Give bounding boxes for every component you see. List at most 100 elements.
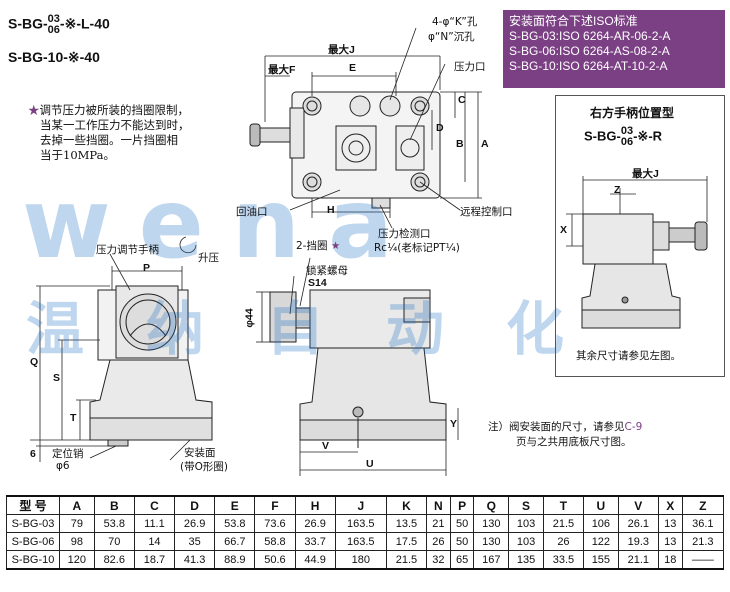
right-dim-z: Z (614, 184, 621, 196)
table-header-cell: C (133, 495, 176, 515)
model-suffix: -※-L-40 (59, 15, 110, 32)
table-cell: —— (681, 550, 725, 570)
table-cell: 58.8 (254, 532, 296, 551)
table-header-cell: D (174, 495, 216, 515)
dim-max-f: 最大F (268, 64, 296, 76)
table-header-cell: A (59, 495, 95, 515)
table-cell: 120 (59, 550, 95, 570)
table-header-cell: S (508, 495, 544, 515)
dim-p: P (143, 262, 151, 274)
table-cell: 26 (426, 532, 451, 551)
table-cell: 33.7 (294, 532, 336, 551)
model-prefix: S-BG- (8, 15, 48, 32)
handle-label: 压力调节手柄 (96, 244, 159, 256)
note-line: 调节压力被所装的挡圈限制， (39, 103, 190, 117)
size-bottom: 06 (620, 136, 634, 148)
right-dim-x: X (560, 224, 568, 236)
star-icon: ★ (28, 103, 40, 117)
right-view-dimensions (566, 176, 708, 247)
table-cell: 26 (542, 532, 585, 551)
table-cell: 13 (657, 532, 683, 551)
table-cell: 65 (449, 550, 475, 570)
table-cell: 14 (133, 532, 176, 551)
pin-dia-label: φ6 (56, 460, 70, 472)
iso-heading: 安装面符合下述ISO标准 (509, 14, 638, 28)
model-prefix: S-BG- (584, 128, 621, 144)
right-handle-panel (555, 95, 725, 377)
table-header-cell: H (294, 495, 336, 515)
table-header-cell: K (385, 495, 428, 515)
table-cell: 82.6 (93, 550, 135, 570)
phi44-label: φ44 (243, 308, 256, 328)
table-header-cell: T (542, 495, 585, 515)
star-icon: ★ (330, 240, 341, 252)
footnote-page-ref: C-9 (624, 421, 643, 433)
gauge-port-label: 压力检测口 (378, 228, 431, 240)
table-cell: 180 (334, 550, 387, 570)
table-cell: 163.5 (334, 514, 387, 533)
table-cell: 130 (473, 532, 510, 551)
gauge-thread-label: Rc¼(老标记PT¼) (374, 242, 460, 254)
table-cell: 17.5 (385, 532, 428, 551)
table-cell: 19.3 (617, 532, 659, 551)
table-cell: 130 (473, 514, 510, 533)
dim-u: U (366, 458, 374, 470)
dim-d: D (436, 122, 444, 134)
s14-label: S14 (308, 277, 327, 289)
right-view-body (581, 213, 708, 329)
top-view-body (249, 91, 441, 209)
table-cell: 73.6 (254, 514, 296, 533)
right-panel-footer: 其余尺寸请参见左图。 (576, 350, 681, 362)
table-cell: 66.7 (214, 532, 256, 551)
table-header-cell: X (657, 495, 683, 515)
note-line: 去掉一些挡圈。一片挡圈相 (40, 133, 178, 147)
return-port-label: 回油口 (236, 206, 268, 218)
size-top: 03 (47, 13, 60, 25)
size-top: 03 (620, 125, 634, 137)
locknut-label: 锁紧螺母 (306, 265, 348, 277)
table-cell: 18 (657, 550, 683, 570)
table-cell: 21.5 (385, 550, 428, 570)
table-header-cell: Q (473, 495, 510, 515)
dim-a: A (481, 138, 489, 150)
table-cell: 21.5 (542, 514, 585, 533)
table-model-cell: S-BG-10 (6, 550, 60, 570)
table-cell: 13 (657, 514, 683, 533)
iso-line: S-BG-06:ISO 6264-AS-08-2-A (509, 44, 670, 58)
watermark-text: 温纳自动化 (26, 295, 627, 363)
table-header-cell: N (426, 495, 451, 515)
table-cell: 53.8 (93, 514, 135, 533)
size-bottom: 06 (47, 24, 60, 36)
table-cell: 36.1 (681, 514, 725, 533)
table-header-cell: V (617, 495, 659, 515)
table-cell: 70 (93, 532, 135, 551)
table-cell: 50 (449, 532, 475, 551)
table-cell: 26.9 (174, 514, 216, 533)
table-cell: 106 (583, 514, 619, 533)
table-cell: 88.9 (214, 550, 256, 570)
right-panel-title: 右方手柄位置型 (590, 106, 675, 120)
table-header-cell: J (334, 495, 387, 515)
table-cell: 167 (473, 550, 510, 570)
table-cell: 33.5 (542, 550, 585, 570)
table-cell: 21 (426, 514, 451, 533)
table-cell: 53.8 (214, 514, 256, 533)
table-cell: 79 (59, 514, 95, 533)
top-view-dimensions (264, 27, 482, 229)
iso-standard-box: 安装面符合下述ISO标准 S-BG-03:ISO 6264-AR-06-2-A … (503, 10, 725, 88)
table-cell: 26.9 (294, 514, 336, 533)
pressure-port-label: 压力口 (454, 61, 486, 73)
table-header-cell: E (214, 495, 256, 515)
dim-v: V (322, 440, 330, 452)
table-cell: 163.5 (334, 532, 387, 551)
iso-line: S-BG-03:ISO 6264-AR-06-2-A (509, 29, 671, 43)
right-dim-max-j: 最大J (632, 168, 659, 180)
adjustment-note: ★调节压力被所装的挡圈限制， 当某一工作压力不能达到时， 去掉一些挡圈。一片挡圈… (28, 103, 190, 163)
table-header-cell: 型 号 (6, 495, 60, 515)
